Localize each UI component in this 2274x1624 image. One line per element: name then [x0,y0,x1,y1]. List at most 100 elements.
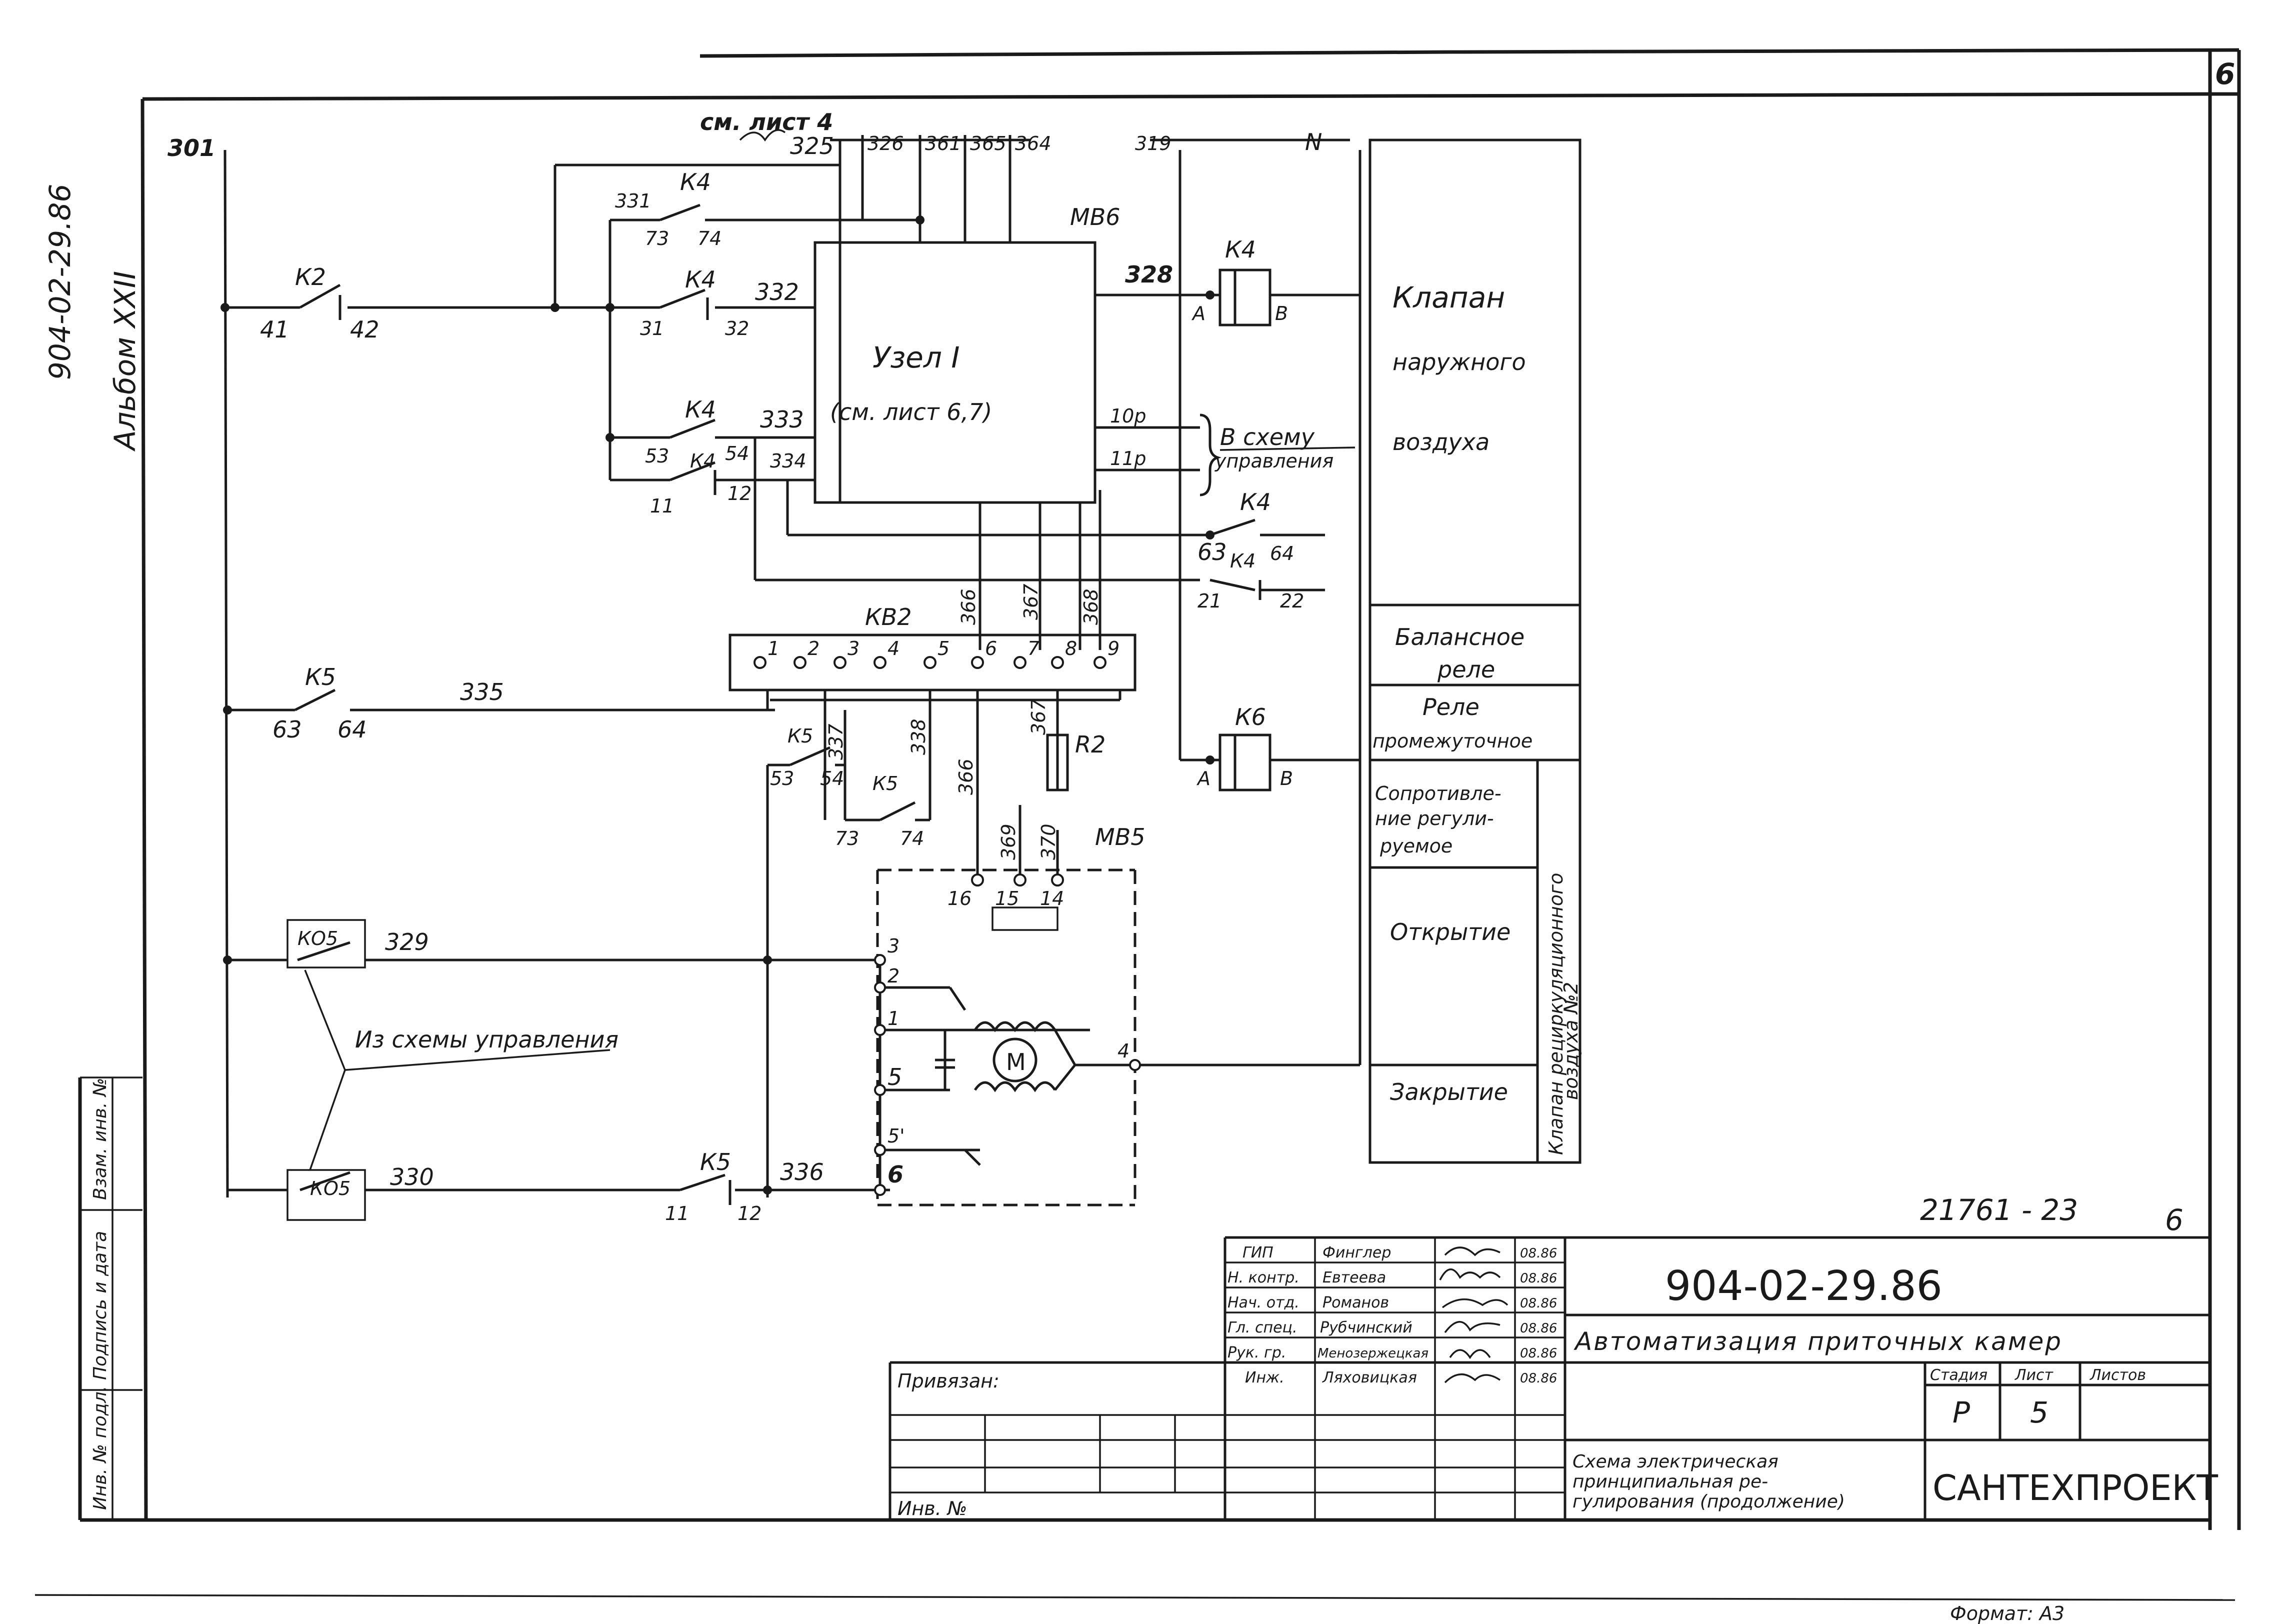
k4-label-4: К4 [690,450,716,472]
relay-k6-b: В [1280,768,1293,790]
k2-pin-41: 41 [260,316,290,343]
stamp-role-inzh: Инж. [1245,1369,1284,1386]
k4-label-2: К4 [685,266,716,293]
wire-10p: 10р [1110,405,1146,427]
wire-label-325: 325 [790,132,834,160]
k4-pin-22: 22 [1280,590,1304,612]
stamp-role-nachotd: Нач. отд. [1228,1294,1300,1312]
legend-resistor-1: Сопротивле- [1375,782,1502,804]
title-block: ГИП Н. контр. Нач. отд. Гл. спец. Рук. г… [888,1236,2218,1520]
mb5-term-14: 14 [1040,888,1064,910]
k4-wire-332: 332 [755,278,799,306]
see-sheet-note: см. лист 4 [700,108,833,136]
contact-k4-21-22: К4 21 22 [1198,550,1304,612]
kv2-terminals: 1 2 3 4 5 6 7 8 9 [754,638,1120,669]
wire-label-326: 326 [868,132,904,154]
k5-label-1: К5 [305,664,336,690]
kv2-term-3: 3 [848,638,860,660]
stamp-org: САНТЕХПРОЕКТ [1932,1468,2218,1508]
k4-pin-74: 74 [698,228,722,250]
stamp-name-4: Рубчинский [1320,1319,1412,1336]
relay-k4-label: К4 [1225,236,1256,263]
left-strip-inv-original: Инв. № подл. [90,1386,110,1510]
legend-recirc-2: воздуха №2 [1560,982,1582,1100]
contact-k5-73-74: К5 73 74 338 [835,718,930,850]
stamp-title: Автоматизация приточных камер [1574,1327,2062,1356]
stamp-drawing-name-l2: принципиальная ре- [1572,1472,1768,1492]
relay-k4-b: В [1275,302,1288,324]
wire-11p: 11р [1110,448,1146,470]
k4-label-5: К4 [1240,488,1271,516]
to-control-1: В схему [1220,424,1315,450]
wiring [224,140,1362,1206]
top-bus-ticks [830,135,1350,150]
resistor-r2: R2 367 366 [955,698,1106,795]
unit-i-ref: (см. лист 6,7) [830,398,992,426]
contact-k5-63-64: К5 63 64 335 [272,664,504,743]
k4-wire-334: 334 [770,450,806,472]
kv2-term-1: 1 [768,638,780,660]
motor-assembly: М 3 2 1 5 5' 6 4 [874,935,1141,1196]
stamp-inv-no: Инв. № [898,1498,967,1520]
wire-337: 337 [825,724,847,760]
unit-i-title: Узел I [872,340,960,374]
legend-valve-2: наружного [1392,348,1526,376]
k4-pin-73: 73 [645,228,669,250]
from-control-text: Из схемы управления [355,1026,618,1053]
legend-interm-1: Реле [1422,694,1480,720]
relay-k6-label: К6 [1235,704,1266,730]
stamp-head-sheets: Листов [2090,1366,2146,1384]
stamp-date-5: 08.86 [1520,1346,1557,1361]
k5-label-3: К5 [872,772,898,794]
motor-label: М [1006,1048,1026,1076]
k4-wire-331: 331 [615,190,652,212]
wire-label-364: 364 [1015,132,1052,154]
stamp-name-6: Ляховицкая [1322,1369,1417,1386]
left-strip-sign-date: Подпись и дата [90,1231,110,1380]
wire-329: 329 [385,928,429,956]
contact-k4-11-12: К4 11 12 334 [650,450,806,517]
format-label: Формат: А3 [1950,1602,2064,1624]
legend-table: Клапан наружного воздуха Балансное реле … [1368,138,1582,1164]
k4-pin-63: 63 [1198,538,1227,566]
stamp-role-rukgr: Рук. гр. [1228,1344,1286,1362]
stamp-sheet: 5 [2030,1396,2048,1430]
stamp-drawing-name-l3: гулирования (продолжение) [1572,1492,1845,1512]
contact-k4-73-74: К4 331 73 74 [615,168,722,250]
k4-pin-12: 12 [728,482,752,504]
kv2-term-2: 2 [808,638,820,660]
k2-label: К2 [295,264,326,290]
k4-pin-11: 11 [650,495,674,517]
k5-label-2: К5 [788,725,813,747]
stamp-stage: Р [1952,1396,1970,1430]
note-wave [739,129,786,142]
contact-ko5-top: КО5 329 [286,919,429,968]
wire-366-lower: 366 [955,758,977,795]
k2-pin-42: 42 [350,316,380,343]
stamp-date-1: 08.86 [1520,1246,1557,1261]
left-strip-vzam: Взам. инв. № [90,1078,110,1200]
mb5-term-16: 16 [948,888,972,910]
stamp-date-3: 08.86 [1520,1296,1557,1311]
stamp-drawing-name-l1: Схема электрическая [1572,1452,1778,1472]
ko5-label-2: КО5 [310,1178,350,1200]
legend-balance-2: реле [1437,656,1495,683]
stamp-head-stage: Стадия [1930,1366,1988,1384]
kv2-term-9: 9 [1108,638,1120,660]
contact-k4-63-64: К4 63 64 [1198,488,1294,566]
mb5-term-15: 15 [995,888,1019,910]
stamp-name-3: Романов [1322,1294,1389,1312]
legend-interm-2: промежуточное [1372,730,1532,752]
wire-label-N: N [1305,128,1322,156]
relay-k6-coil: К6 А В [1196,704,1293,792]
drawing-frame [34,48,2241,1601]
contact-k4-53-54: К4 53 54 333 [645,396,804,467]
k5-pin-73: 73 [835,828,859,850]
ko5-label-1: КО5 [298,928,338,950]
k4-label-6: К4 [1230,550,1256,572]
contact-k2: К2 41 42 [260,264,380,343]
motor-term-2: 2 [888,965,900,987]
contact-k5-53-54: К5 53 54 337 [770,724,847,790]
legend-balance-1: Балансное [1395,624,1524,650]
